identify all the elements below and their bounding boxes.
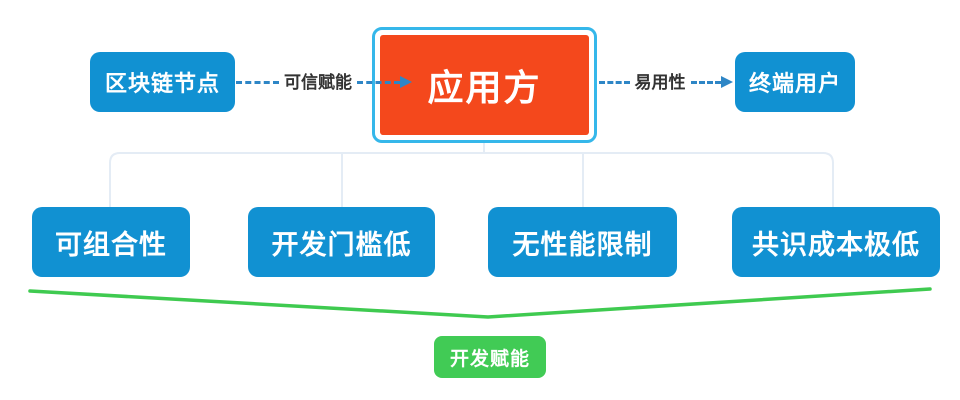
node-feature-low-dev-threshold: 开发门槛低 — [248, 207, 435, 277]
dashed-line — [236, 80, 279, 84]
chevron-line — [28, 287, 932, 319]
feature-label: 开发门槛低 — [271, 229, 412, 260]
node-blockchain-label: 区块链节点 — [104, 71, 220, 96]
node-end-user: 终端用户 — [735, 52, 855, 112]
arrow-right-icon — [721, 76, 733, 88]
node-feature-composability: 可组合性 — [32, 207, 190, 277]
node-application-box: 应用方 — [380, 35, 589, 135]
edge-trusted-empower-label: 可信赋能 — [284, 72, 352, 92]
feature-label: 共识成本极低 — [752, 229, 920, 260]
node-dev-empower-label: 开发赋能 — [449, 348, 530, 370]
edge-usability-label: 易用性 — [634, 72, 686, 92]
node-dev-empower: 开发赋能 — [434, 336, 546, 378]
node-blockchain: 区块链节点 — [90, 52, 235, 112]
edge-usability: 易用性 — [599, 69, 733, 95]
node-application-label: 应用方 — [427, 67, 542, 108]
feature-label: 无性能限制 — [512, 229, 653, 260]
node-feature-low-consensus-cost: 共识成本极低 — [732, 207, 940, 277]
edge-trusted-empower: 可信赋能 — [236, 69, 412, 95]
node-application: 应用方 — [372, 27, 597, 143]
dashed-line — [357, 80, 400, 84]
node-end-user-label: 终端用户 — [748, 71, 841, 96]
feature-label: 可组合性 — [55, 229, 167, 260]
dashed-line — [599, 80, 630, 84]
arrow-right-icon — [400, 76, 412, 88]
dashed-line — [690, 80, 721, 84]
node-feature-no-performance-limit: 无性能限制 — [488, 207, 677, 277]
